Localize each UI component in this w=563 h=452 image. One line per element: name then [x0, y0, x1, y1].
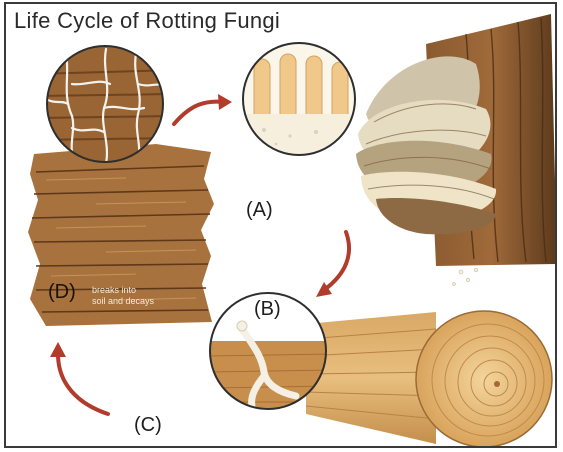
log-cross-section [306, 311, 552, 447]
arrow-to-b [324, 232, 349, 290]
arrow-to-d [58, 354, 108, 414]
stage-d-caption-line2: soil and decays [92, 296, 154, 306]
stage-label-a: (A) [246, 199, 273, 222]
arrowhead-d [50, 342, 66, 357]
stage-label-d: (D) [48, 281, 76, 304]
tree-trunk-with-bracket-fungus [356, 14, 557, 285]
illustration-canvas [6, 4, 557, 448]
arrowhead-a [218, 94, 232, 110]
diagram-frame: Life Cycle of Rotting Fungi (A) (B) (C) … [4, 2, 557, 448]
arrow-to-a [174, 102, 224, 124]
fruiting-body-magnified-circle [236, 39, 366, 174]
diagram-title: Life Cycle of Rotting Fungi [14, 8, 280, 34]
stage-label-c: (C) [134, 414, 162, 437]
stage-label-b: (B) [254, 298, 281, 321]
stage-d-caption-line1: breaks into [92, 285, 136, 295]
